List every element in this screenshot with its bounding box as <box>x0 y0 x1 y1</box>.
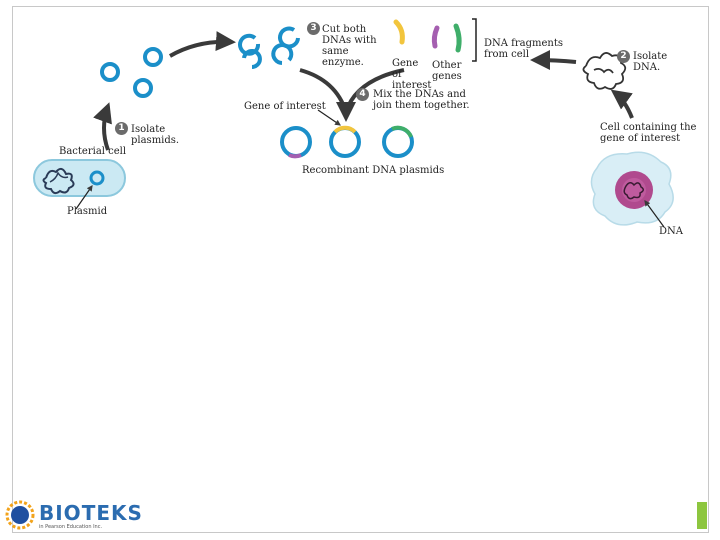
step-4-label: Mix the DNAs and join them together. <box>373 89 470 111</box>
arrow-step1 <box>93 102 112 151</box>
recombinant-plasmids <box>280 125 414 159</box>
bacterial-cell <box>33 159 126 197</box>
gene-of-interest-label: Gene of interest <box>244 101 326 112</box>
step-1-label: Isolate plasmids. <box>131 124 180 146</box>
accent-bar <box>697 502 707 529</box>
step-4-badge: 4 <box>356 88 369 101</box>
gene-of-interest-pointer <box>317 109 341 126</box>
logo-wordmark: BIOTEKS <box>39 501 143 525</box>
plasmid-pointer <box>75 185 93 210</box>
fragments-bracket <box>472 18 477 62</box>
step-2-label: Isolate DNA. <box>633 51 668 73</box>
step-3-badge: 3 <box>307 22 320 35</box>
dna-pointer <box>644 200 665 228</box>
other-genes-label: Other genes <box>432 60 462 82</box>
dna-label: DNA <box>659 226 683 237</box>
cell-containing-label: Cell containing the gene of interest <box>600 122 697 144</box>
bacterial-cell-label: Bacterial cell <box>59 146 127 157</box>
arrow-to-cut-plasmids <box>169 31 236 58</box>
gene-of-interest-fragment <box>393 19 405 45</box>
arrow-step2 <box>610 89 634 119</box>
isolated-plasmids <box>100 47 163 98</box>
sun-logo-icon <box>5 500 35 530</box>
plasmid-in-bacterium <box>89 170 105 186</box>
other-gene-green-fragment <box>453 23 462 53</box>
dna-fragments-label: DNA fragments from cell <box>484 38 564 60</box>
step-1-badge: 1 <box>115 122 128 135</box>
bioteks-logo: BIOTEKS in Pearson Education Inc. <box>3 497 142 533</box>
step-2-badge: 2 <box>617 50 630 63</box>
logo-subtext: in Pearson Education Inc. <box>39 524 103 530</box>
other-gene-purple-fragment <box>431 25 440 49</box>
cut-plasmids <box>238 26 300 69</box>
recombinant-plasmids-label: Recombinant DNA plasmids <box>302 165 445 176</box>
step-3-label: Cut both DNAs with same enzyme. <box>322 24 377 68</box>
slide-frame <box>12 6 709 533</box>
source-cell <box>590 151 674 226</box>
plasmid-label: Plasmid <box>67 206 108 217</box>
arrow-dna-to-fragments <box>530 50 577 71</box>
isolated-dna <box>582 52 627 90</box>
gene-of-interest-fragment-label: Gene of interest <box>392 58 432 91</box>
